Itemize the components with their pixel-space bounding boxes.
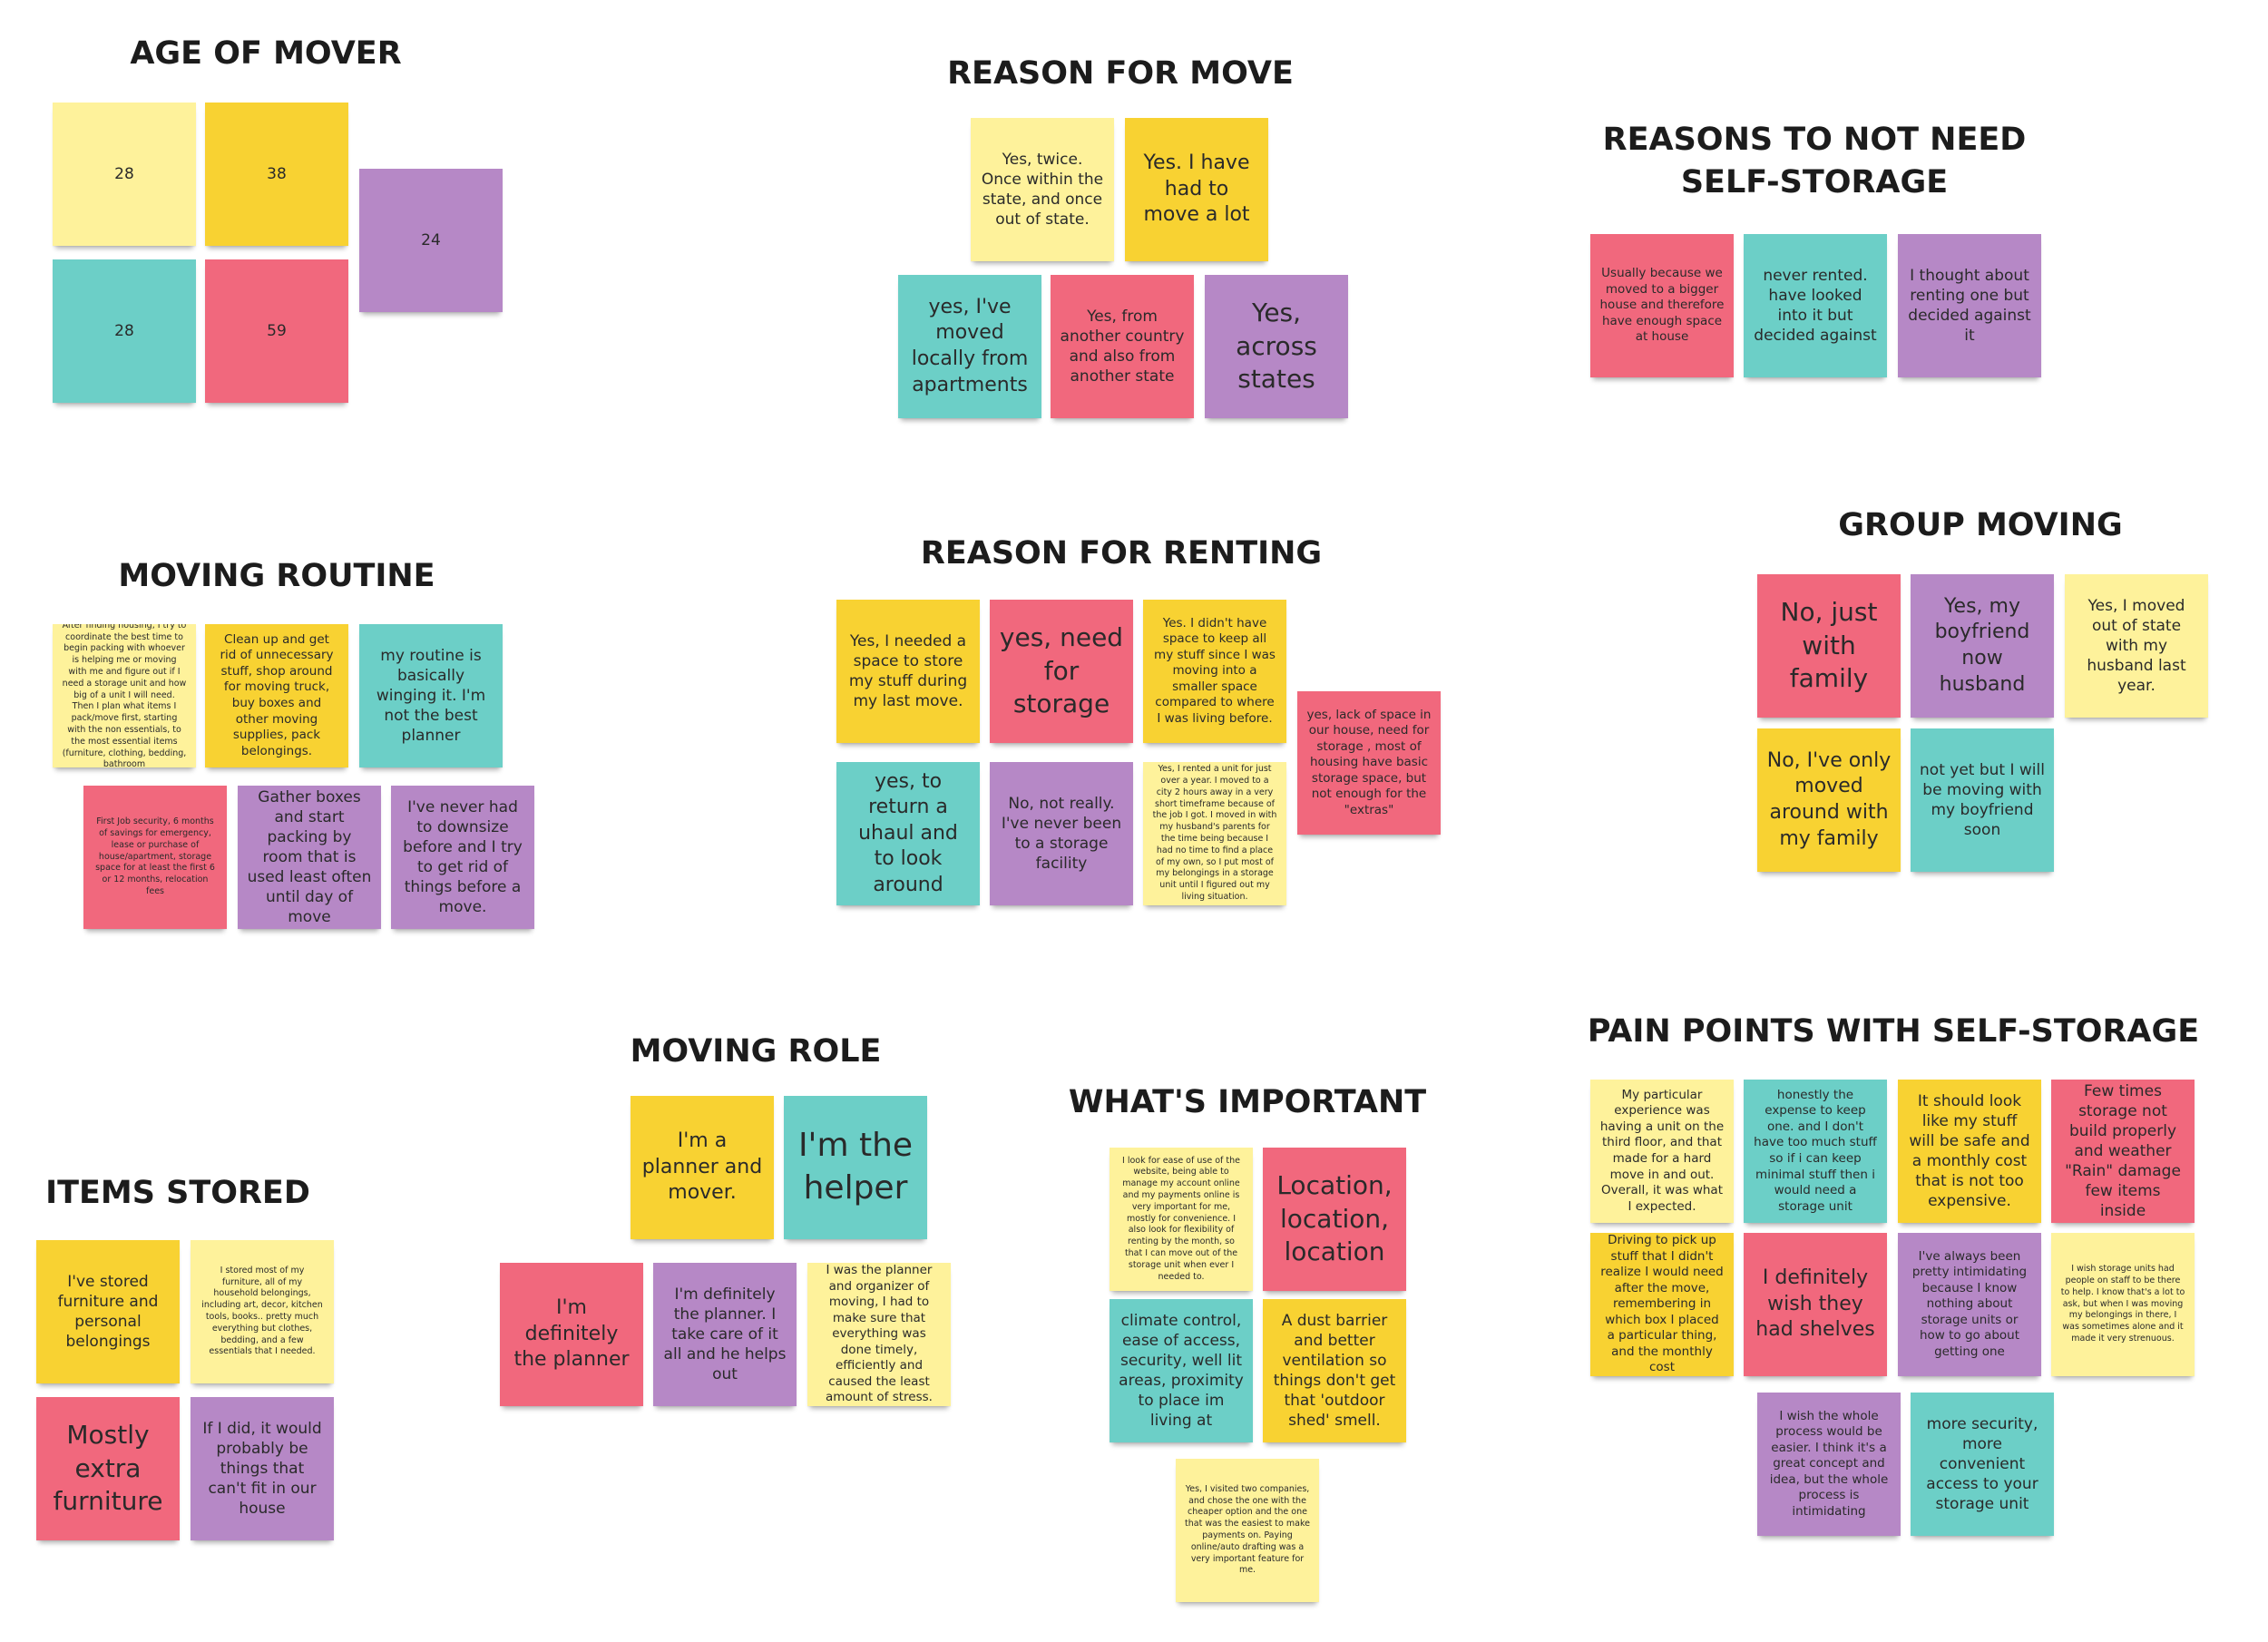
sticky-note[interactable]: never rented. have looked into it but de… — [1744, 234, 1887, 377]
sticky-note[interactable]: 28 — [53, 103, 196, 246]
sticky-note[interactable]: Yes. I didn't have space to keep all my … — [1143, 600, 1286, 743]
sticky-note[interactable]: Usually because we moved to a bigger hou… — [1590, 234, 1734, 377]
sticky-note[interactable]: 24 — [359, 169, 503, 312]
sticky-note[interactable]: A dust barrier and better ventilation so… — [1263, 1299, 1406, 1442]
sticky-note[interactable]: not yet but I will be moving with my boy… — [1911, 728, 2054, 872]
sticky-note[interactable]: I've stored furniture and personal belon… — [36, 1240, 180, 1383]
sticky-note[interactable]: I'm the helper — [784, 1096, 927, 1239]
sticky-note[interactable]: I wish storage units had people on staff… — [2051, 1233, 2195, 1376]
sticky-note[interactable]: I've always been pretty intimidating bec… — [1898, 1233, 2041, 1376]
sticky-note[interactable]: yes, lack of space in our house, need fo… — [1297, 691, 1441, 835]
sticky-note[interactable]: Clean up and get rid of unnecessary stuf… — [205, 624, 348, 767]
sticky-note[interactable]: Gather boxes and start packing by room t… — [238, 786, 381, 929]
sticky-note[interactable]: more security, more convenient access to… — [1911, 1393, 2054, 1536]
sticky-note[interactable]: First Job security, 6 months of savings … — [83, 786, 227, 929]
sticky-note[interactable]: I definitely wish they had shelves — [1744, 1233, 1887, 1376]
sticky-note[interactable]: After finding housing, I try to coordina… — [53, 624, 196, 767]
section-title-pain-points: PAIN POINTS WITH SELF-STORAGE — [1587, 1013, 2200, 1050]
sticky-note[interactable]: My particular experience was having a un… — [1590, 1080, 1734, 1223]
sticky-note[interactable]: climate control, ease of access, securit… — [1110, 1299, 1253, 1442]
sticky-note[interactable]: Yes, from another country and also from … — [1051, 275, 1194, 418]
sticky-note[interactable]: I wish the whole process would be easier… — [1757, 1393, 1901, 1536]
sticky-note[interactable]: yes, I've moved locally from apartments — [898, 275, 1041, 418]
section-title-line: SELF-STORAGE — [1680, 164, 1949, 201]
section-title-whats-important: WHAT'S IMPORTANT — [1068, 1084, 1427, 1120]
sticky-note[interactable]: yes, need for storage — [990, 600, 1133, 743]
sticky-note[interactable]: Yes, across states — [1205, 275, 1348, 418]
sticky-note[interactable]: 28 — [53, 259, 196, 403]
section-title-items-stored: ITEMS STORED — [45, 1175, 310, 1211]
sticky-note[interactable]: Yes, I visited two companies, and chose … — [1176, 1459, 1319, 1602]
sticky-note[interactable]: Driving to pick up stuff that I didn't r… — [1590, 1233, 1734, 1376]
section-title-group-moving: GROUP MOVING — [1838, 507, 2123, 543]
sticky-note[interactable]: No, I've only moved around with my famil… — [1757, 728, 1901, 872]
sticky-note[interactable]: honestly the expense to keep one. and I … — [1744, 1080, 1887, 1223]
section-title-reason-for-move: REASON FOR MOVE — [947, 55, 1294, 92]
sticky-note[interactable]: 38 — [205, 103, 348, 246]
section-title-line: REASONS TO NOT NEED — [1602, 122, 2027, 158]
sticky-note[interactable]: I stored most of my furniture, all of my… — [191, 1240, 334, 1383]
sticky-note[interactable]: yes, to return a uhaul and to look aroun… — [836, 762, 980, 905]
sticky-note[interactable]: Yes. I have had to move a lot — [1125, 118, 1268, 261]
section-title-moving-routine: MOVING ROUTINE — [118, 558, 435, 594]
sticky-note[interactable]: I look for ease of use of the website, b… — [1110, 1148, 1253, 1291]
sticky-note[interactable]: Yes, twice. Once within the state, and o… — [971, 118, 1114, 261]
sticky-note[interactable]: I was the planner and organizer of movin… — [807, 1263, 951, 1406]
sticky-note[interactable]: 59 — [205, 259, 348, 403]
section-title-moving-role: MOVING ROLE — [630, 1033, 882, 1070]
sticky-note[interactable]: I thought about renting one but decided … — [1898, 234, 2041, 377]
sticky-note[interactable]: Few times storage not build properly and… — [2051, 1080, 2195, 1223]
sticky-note[interactable]: Yes, I moved out of state with my husban… — [2065, 574, 2208, 718]
sticky-note[interactable]: If I did, it would probably be things th… — [191, 1397, 334, 1540]
sticky-note[interactable]: Yes, my boyfriend now husband — [1911, 574, 2054, 718]
section-title-reasons-not-need-storage: REASONS TO NOT NEED SELF-STORAGE — [1603, 119, 2027, 205]
sticky-note[interactable]: I'm definitely the planner — [500, 1263, 643, 1406]
sticky-note[interactable]: Mostly extra furniture — [36, 1397, 180, 1540]
sticky-note[interactable]: I'm a planner and mover. — [631, 1096, 774, 1239]
sticky-note[interactable]: I'm definitely the planner. I take care … — [653, 1263, 797, 1406]
sticky-note[interactable]: It should look like my stuff will be saf… — [1898, 1080, 2041, 1223]
sticky-note[interactable]: Yes, I needed a space to store my stuff … — [836, 600, 980, 743]
sticky-note[interactable]: I've never had to downsize before and I … — [391, 786, 534, 929]
sticky-note[interactable]: Yes, I rented a unit for just over a yea… — [1143, 762, 1286, 905]
section-title-age-of-mover: AGE OF MOVER — [130, 35, 402, 72]
section-title-reason-for-renting: REASON FOR RENTING — [920, 535, 1323, 572]
sticky-note[interactable]: Location, location, location — [1263, 1148, 1406, 1291]
sticky-note[interactable]: No, just with family — [1757, 574, 1901, 718]
sticky-note[interactable]: No, not really. I've never been to a sto… — [990, 762, 1133, 905]
sticky-note[interactable]: my routine is basically winging it. I'm … — [359, 624, 503, 767]
